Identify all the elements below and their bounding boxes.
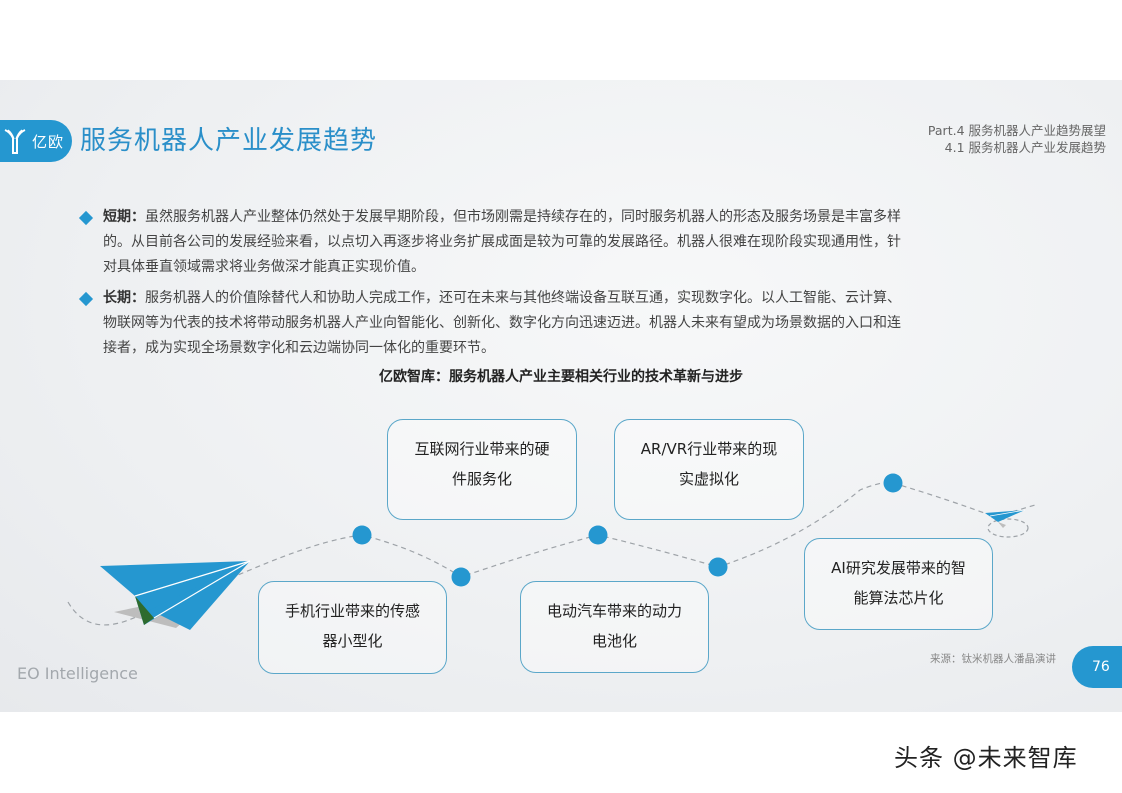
box-text: 件服务化: [451, 470, 512, 488]
tech-box-arvr: AR/VR行业带来的现实虚拟化: [614, 419, 804, 520]
bullet-label: 短期：: [103, 209, 145, 225]
tech-box-ev: 电动汽车带来的动力电池化: [520, 581, 709, 673]
bullet-text: 物联网等为代表的技术将带动服务机器人产业向智能化、创新化、数字化方向迅速迈进。机…: [103, 315, 901, 331]
box-text: 实虚拟化: [678, 470, 739, 488]
part-label: Part.4 服务机器人产业趋势展望: [927, 123, 1106, 138]
tech-box-mobile: 手机行业带来的传感器小型化: [258, 581, 447, 674]
bullet-list: 短期：虽然服务机器人产业整体仍然处于发展早期阶段，但市场刚需是持续存在的，同时服…: [78, 205, 1088, 367]
section-breadcrumb: Part.4 服务机器人产业趋势展望 4.1 服务机器人产业发展趋势: [928, 122, 1106, 156]
diagram-title: 亿欧智库：服务机器人产业主要相关行业的技术革新与进步: [379, 369, 743, 385]
logo-text: 亿欧: [32, 132, 65, 151]
path-node-icon: [708, 557, 728, 577]
paper-plane-small-icon: [985, 509, 1026, 528]
bullet-text: 的。从目前各公司的发展经验来看，以点切入再逐步将业务扩展成面是较为可靠的发展路径…: [103, 234, 901, 250]
tech-box-internet: 互联网行业带来的硬件服务化: [387, 419, 577, 520]
paper-plane-large-icon: [100, 560, 251, 630]
brand-logo: 亿欧: [0, 120, 72, 162]
watermark: 头条 @未来智库: [894, 744, 1078, 772]
box-text: 器小型化: [322, 632, 383, 650]
box-text: 能算法芯片化: [853, 589, 944, 607]
section-label: 4.1 服务机器人产业发展趋势: [944, 140, 1106, 155]
path-node-icon: [883, 473, 903, 493]
source-note: 来源：钛米机器人潘晶演讲: [930, 653, 1056, 665]
flight-path-diagram: [67, 473, 1036, 630]
box-text: 电动汽车带来的动力: [546, 602, 682, 620]
box-text: 电池化: [591, 632, 637, 650]
bullet-text: 接者，成为实现全场景数字化和云边端协同一体化的重要环节。: [103, 340, 495, 356]
logo-y-icon: [4, 129, 26, 154]
box-text: AI研究发展带来的智: [831, 559, 966, 577]
path-node-icon: [352, 525, 372, 545]
dashed-loop: [987, 518, 1029, 538]
slide: 亿欧 服务机器人产业发展趋势 Part.4 服务机器人产业趋势展望 4.1 服务…: [0, 80, 1122, 712]
bullet-long-term: 长期：服务机器人的价值除替代人和协助人完成工作，还可在未来与其他终端设备互联互通…: [78, 286, 1088, 361]
box-text: 手机行业带来的传感: [284, 602, 420, 620]
box-text: 互联网行业带来的硬: [414, 440, 550, 458]
tech-box-ai: AI研究发展带来的智能算法芯片化: [804, 538, 993, 630]
page-number: 76: [1072, 646, 1122, 688]
bullet-text: 虽然服务机器人产业整体仍然处于发展早期阶段，但市场刚需是持续存在的，同时服务机器…: [145, 209, 901, 225]
box-text: AR/VR行业带来的现: [640, 440, 778, 458]
path-node-icon: [451, 567, 471, 587]
bullet-text: 服务机器人的价值除替代人和协助人完成工作，还可在未来与其他终端设备互联互通，实现…: [145, 290, 901, 306]
bullet-text: 对具体垂直领域需求将业务做深才能真正实现价值。: [103, 259, 425, 275]
path-node-icon: [588, 525, 608, 545]
page-title: 服务机器人产业发展趋势: [80, 126, 378, 156]
footer-brand: EO Intelligence: [17, 664, 138, 683]
bullet-short-term: 短期：虽然服务机器人产业整体仍然处于发展早期阶段，但市场刚需是持续存在的，同时服…: [78, 205, 1088, 280]
bullet-label: 长期：: [103, 290, 145, 306]
